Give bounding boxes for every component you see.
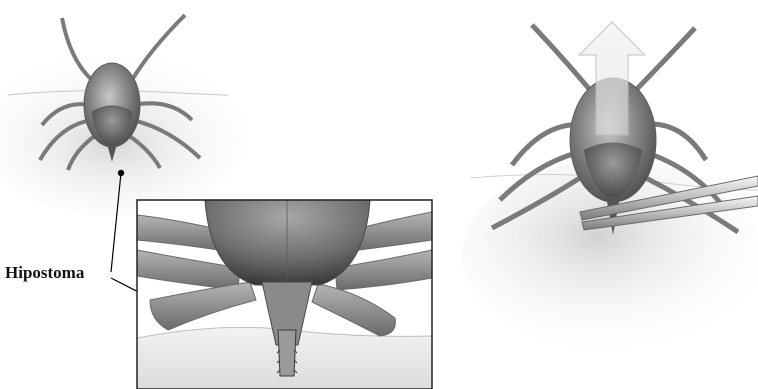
inset-hypostome bbox=[278, 330, 296, 376]
tick-on-skin-panel bbox=[0, 15, 247, 215]
leg bbox=[532, 25, 590, 90]
callout-label: Hipostoma bbox=[5, 263, 85, 282]
leg bbox=[636, 28, 695, 90]
inset-magnified-view bbox=[137, 200, 432, 389]
tick-removal-panel bbox=[462, 22, 758, 350]
